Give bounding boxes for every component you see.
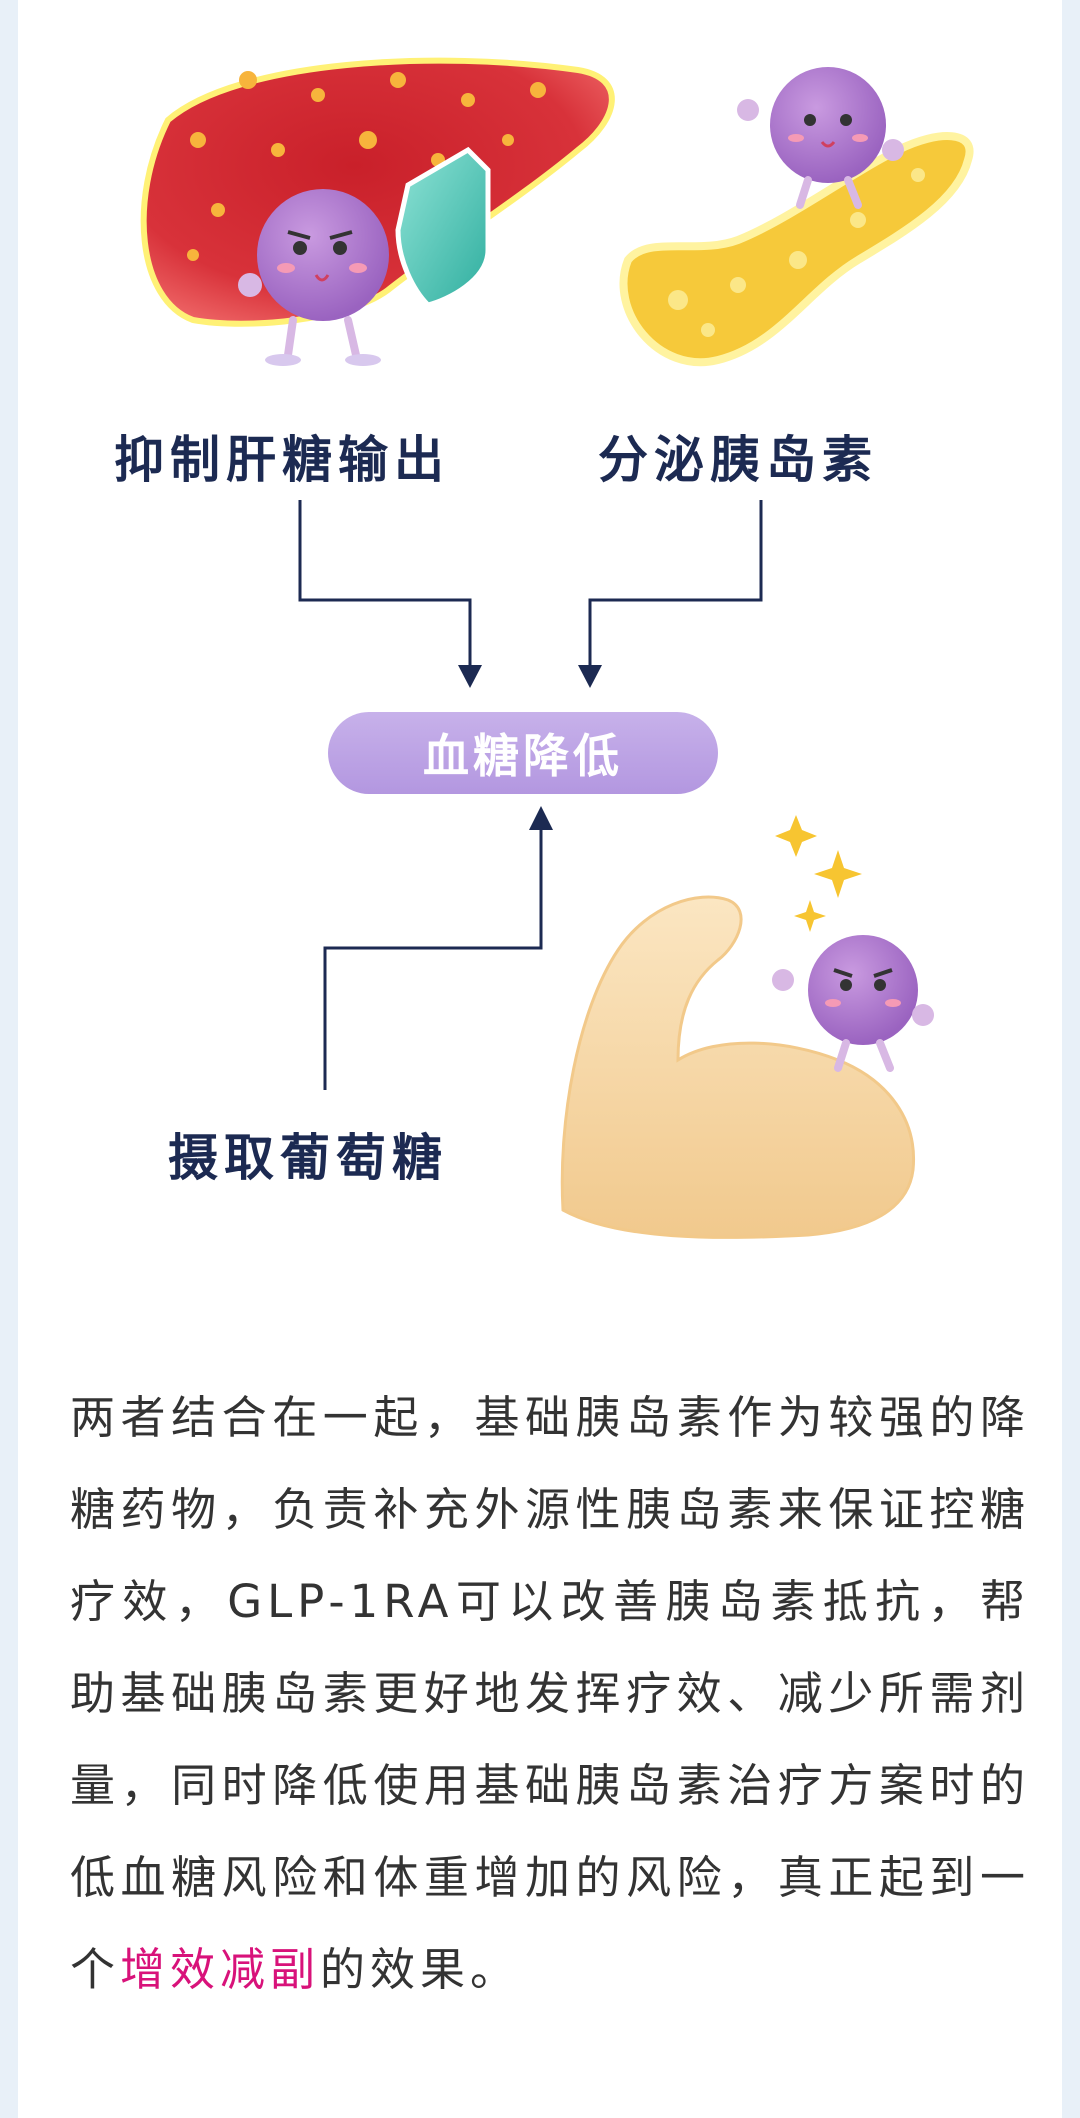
muscle-arm-illustration [560, 895, 916, 1239]
arrow-pancreas-to-result [588, 500, 763, 670]
sparkle-icon [775, 815, 862, 932]
paragraph-highlight: 增效减副 [120, 1943, 321, 1996]
character-liver-icon [238, 189, 389, 366]
mechanism-diagram: 抑制肝糖输出 分泌胰岛素 血糖降低 摄取葡萄糖 [18, 0, 1062, 1290]
paragraph-text-before: 两者结合在一起，基础胰岛素作为较强的降糖药物，负责补充外源性胰岛素来保证控糖疗效… [70, 1391, 1030, 1996]
arrowhead-up-icon [529, 806, 553, 830]
label-liver-effect: 抑制肝糖输出 [114, 431, 450, 489]
arrowhead-down-icon [578, 665, 602, 688]
result-pill: 血糖降低 [328, 712, 718, 794]
label-pancreas-effect: 分泌胰岛素 [598, 431, 878, 489]
pancreas-illustration [619, 132, 974, 366]
content-card: 抑制肝糖输出 分泌胰岛素 血糖降低 摄取葡萄糖 两者结合在一起，基础胰岛素作为较… [18, 0, 1062, 2118]
character-pancreas-icon [737, 67, 904, 209]
paragraph-text-after: 的效果。 [320, 1943, 521, 1996]
arrow-liver-to-result [298, 500, 472, 670]
explanation-paragraph: 两者结合在一起，基础胰岛素作为较强的降糖药物，负责补充外源性胰岛素来保证控糖疗效… [70, 1372, 1030, 2016]
label-muscle-effect: 摄取葡萄糖 [168, 1129, 448, 1187]
character-arm-icon [772, 935, 934, 1072]
diagram-illustrations [140, 57, 974, 1239]
shield-icon [395, 146, 491, 308]
arrowhead-down-icon [458, 665, 482, 688]
arrow-muscle-to-result [323, 825, 543, 1090]
